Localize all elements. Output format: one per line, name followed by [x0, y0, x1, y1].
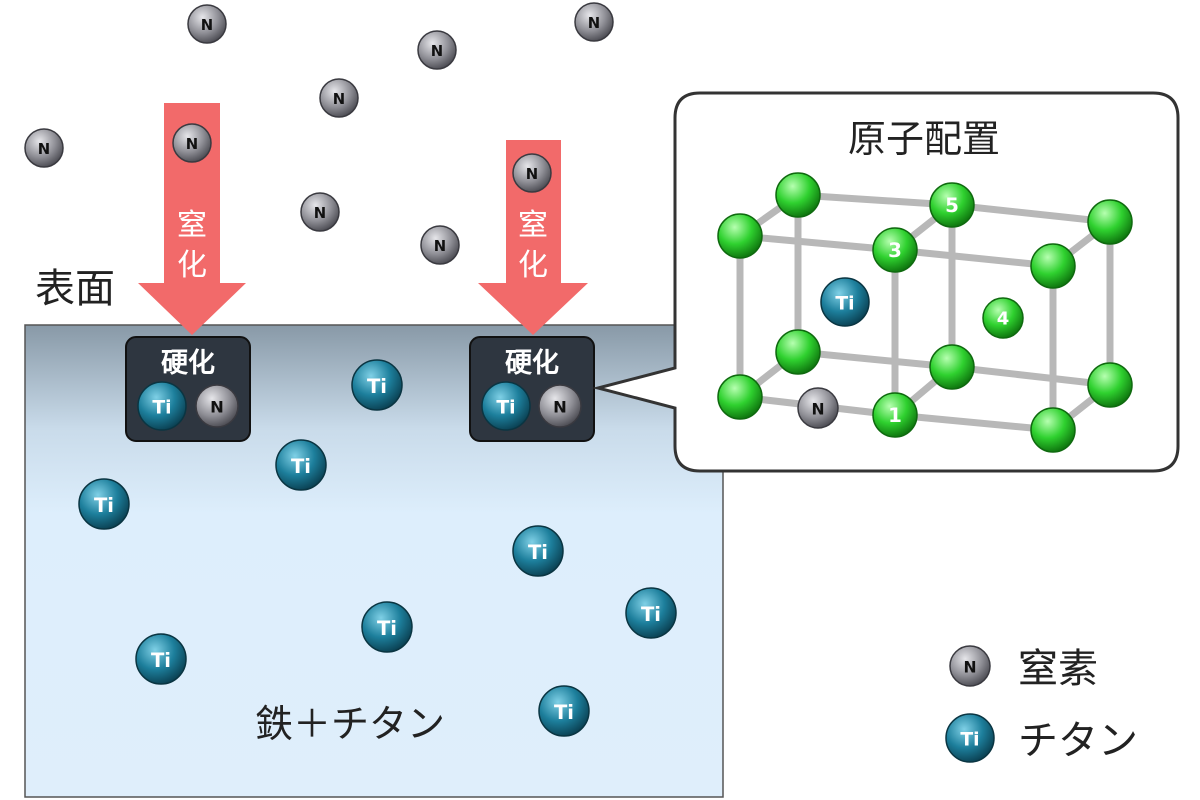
lattice-atom: 3 — [872, 227, 918, 273]
atom-symbol: Ti — [528, 541, 548, 564]
lattice-number: 4 — [997, 308, 1010, 329]
atom-symbol: Ti — [367, 375, 387, 398]
atom-symbol: N — [963, 658, 976, 676]
nitrogen-atom: N — [420, 225, 460, 265]
atom-symbol: Ti — [835, 294, 854, 315]
titanium-atom: Ti — [538, 685, 590, 737]
lattice-bonds — [736, 191, 1114, 434]
lattice-number: 3 — [888, 239, 902, 262]
lattice-number: 5 — [945, 194, 959, 217]
lattice-number: 1 — [888, 404, 902, 427]
atom-symbol: N — [588, 15, 600, 32]
lattice-atom: 5 — [929, 182, 975, 228]
atom-symbol: Ti — [94, 494, 114, 517]
nitriding-arrow-right: 窒 化 — [478, 140, 588, 335]
nitrogen-atom: N — [538, 384, 582, 428]
legend-nitrogen-icon: N — [949, 645, 991, 687]
hardening-label: 硬化 — [161, 348, 215, 379]
atom-symbol: N — [333, 91, 345, 108]
lattice-atom — [775, 172, 821, 218]
lattice-atom: 1 — [872, 392, 918, 438]
legend-titanium-label: チタン — [1018, 718, 1138, 764]
arrow-text-2: 化 — [518, 248, 548, 283]
atom-symbol: N — [201, 17, 213, 34]
titanium-atom: Ti — [625, 587, 677, 639]
atom-symbol: Ti — [291, 455, 311, 478]
titanium-atom: Ti — [275, 439, 327, 491]
titanium-atom: Ti — [78, 478, 130, 530]
atom-symbol: Ti — [151, 649, 171, 672]
atom-symbol: Ti — [496, 398, 515, 419]
atom-symbol: Ti — [152, 398, 171, 419]
hardening-label: 硬化 — [505, 348, 559, 379]
titanium-atom: Ti — [351, 359, 403, 411]
atom-symbol: N — [434, 238, 446, 255]
titanium-atom: Ti — [820, 277, 870, 327]
lattice-atom — [929, 344, 975, 390]
titanium-atom: Ti — [137, 381, 187, 431]
atom-symbol: N — [811, 400, 824, 418]
lattice-atom — [1030, 407, 1076, 453]
legend-titanium-icon: Ti — [945, 713, 995, 763]
inset-title: 原子配置 — [848, 117, 1000, 161]
atom-symbol: N — [526, 166, 538, 183]
nitrogen-atom: N — [512, 153, 552, 193]
titanium-atom: Ti — [481, 381, 531, 431]
atom-symbol: N — [553, 398, 567, 417]
legend-nitrogen-label: 窒素 — [1018, 646, 1098, 692]
lattice-atom — [717, 213, 763, 259]
atom-symbol: Ti — [960, 730, 979, 751]
nitrogen-atom: N — [24, 128, 64, 168]
atom-symbol: Ti — [641, 603, 661, 626]
atom-symbol: N — [314, 205, 326, 222]
titanium-atom: Ti — [361, 601, 413, 653]
nitrogen-atom: N — [319, 78, 359, 118]
atom-symbol: N — [38, 141, 50, 158]
arrow-text-1: 窒 — [518, 208, 548, 243]
atom-symbol: N — [186, 136, 198, 153]
lattice-atom — [1030, 243, 1076, 289]
nitrogen-atom: N — [300, 192, 340, 232]
atom-symbol: Ti — [554, 701, 574, 724]
lattice-atom-center: 4 — [982, 297, 1024, 339]
titanium-atom: Ti — [135, 633, 187, 685]
nitrogen-atom: N — [797, 387, 839, 429]
lattice-atom — [1087, 199, 1133, 245]
arrow-text-2: 化 — [177, 248, 207, 283]
atom-symbol: Ti — [377, 617, 397, 640]
nitrogen-atom: N — [195, 384, 239, 428]
atom-symbol: N — [431, 43, 443, 60]
nitriding-arrow-left: 窒 化 — [138, 103, 246, 335]
nitrogen-atom: N — [187, 4, 227, 44]
nitrogen-atom: N — [417, 30, 457, 70]
substrate-label: 鉄＋チタン — [255, 702, 445, 746]
nitrogen-atom: N — [574, 2, 614, 42]
lattice-atom — [1087, 362, 1133, 408]
atom-symbol: N — [210, 398, 224, 417]
titanium-atom: Ti — [512, 525, 564, 577]
nitrogen-atom: N — [172, 123, 212, 163]
surface-label: 表面 — [35, 266, 115, 312]
lattice-atom — [717, 374, 763, 420]
arrow-text-1: 窒 — [177, 208, 207, 243]
lattice-atom — [775, 329, 821, 375]
